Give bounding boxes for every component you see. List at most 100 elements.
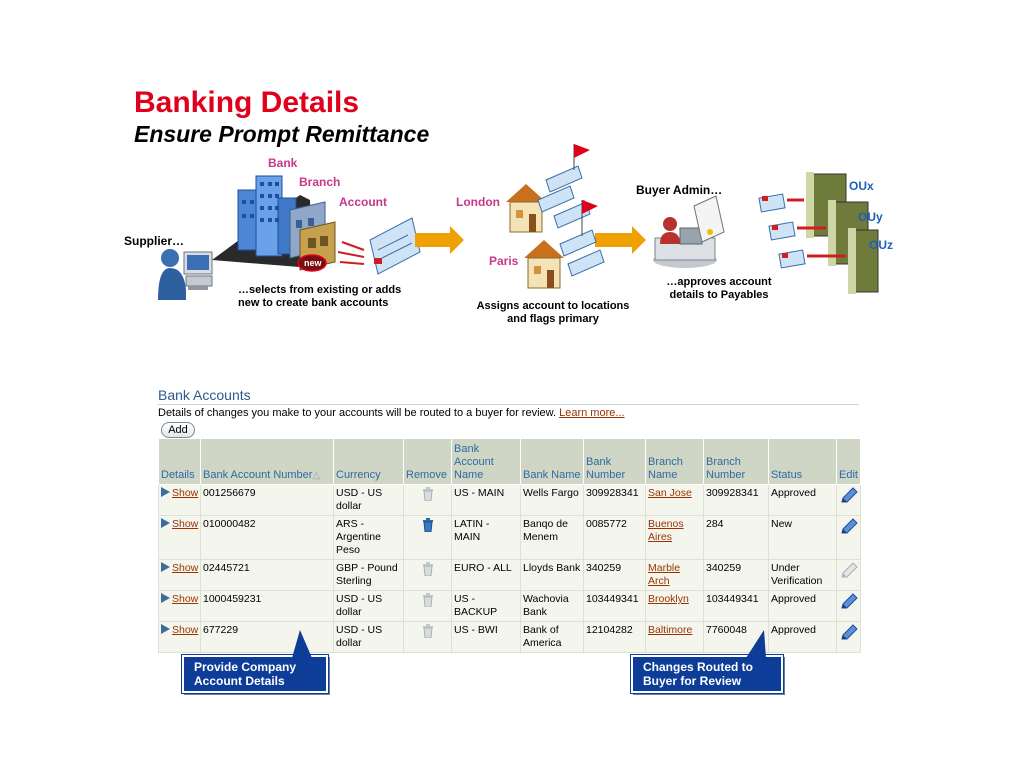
table-row: Show 1000459231 USD - US dollar US - BAC… [158, 590, 861, 622]
branch-name-link[interactable]: Baltimore [648, 624, 693, 636]
branch-number-cell: 103449341 [703, 590, 769, 622]
details-cell: Show [158, 559, 201, 591]
edit-cell [836, 559, 861, 591]
learn-more-link[interactable]: Learn more... [559, 407, 625, 419]
col-remove: Remove [403, 438, 452, 485]
show-link[interactable]: Show [172, 518, 199, 530]
supplier-caption: …selects from existing or adds new to cr… [238, 284, 402, 309]
currency-cell: ARS - Argentine Peso [333, 515, 404, 560]
arrow-2-icon [595, 226, 646, 254]
process-diagram [158, 144, 879, 300]
account-name-cell: LATIN - MAIN [451, 515, 521, 560]
new-badge-label: new [304, 258, 322, 268]
branch-name-cell: Buenos Aires [645, 515, 704, 560]
bank-accounts-description: Details of changes you make to your acco… [158, 407, 625, 419]
account-number-cell: 677229 [200, 621, 334, 653]
bank-number-cell: 12104282 [583, 621, 646, 653]
edit-pencil-icon[interactable] [840, 593, 858, 612]
branch-label: Branch [299, 175, 341, 189]
ou-books-icon [806, 172, 879, 294]
status-cell: Under Verification [768, 559, 837, 591]
remove-cell [403, 559, 452, 591]
branch-number-cell: 309928341 [703, 484, 769, 516]
page-subtitle: Ensure Prompt Remittance [134, 121, 430, 147]
bank-name-cell: Lloyds Bank [520, 559, 584, 591]
col-branch-number: Branch Number [703, 438, 769, 485]
add-button[interactable]: Add [161, 422, 195, 438]
bank-name-cell: Wells Fargo [520, 484, 584, 516]
expand-triangle-icon[interactable] [161, 487, 170, 497]
col-bank-account-number[interactable]: Bank Account Number△ [200, 438, 334, 485]
speed-lines-icon [337, 241, 365, 265]
bank-label: Bank [268, 156, 298, 170]
branch-name-link[interactable]: Brooklyn [648, 593, 689, 605]
edit-cell [836, 621, 861, 653]
bank-building-icon [237, 175, 297, 257]
col-currency: Currency [333, 438, 404, 485]
col-bank-account-name: Bank Account Name [451, 438, 521, 485]
branch-name-link[interactable]: Buenos Aires [648, 518, 684, 543]
callout-left-pointer-icon [292, 630, 312, 658]
callout-right-pointer-icon [746, 630, 766, 658]
branch-name-cell: San Jose [645, 484, 704, 516]
edit-pencil-icon[interactable] [840, 518, 858, 537]
currency-cell: USD - US dollar [333, 590, 404, 622]
account-name-cell: EURO - ALL [451, 559, 521, 591]
table-row: Show 02445721 GBP - Pound Sterling EURO … [158, 559, 861, 591]
remove-cell [403, 484, 452, 516]
details-cell: Show [158, 515, 201, 560]
account-name-cell: US - MAIN [451, 484, 521, 516]
ou-label-x: OUx [849, 179, 874, 193]
details-cell: Show [158, 621, 201, 653]
show-link[interactable]: Show [172, 624, 199, 636]
show-link[interactable]: Show [172, 593, 199, 605]
trash-icon[interactable] [422, 518, 434, 535]
expand-triangle-icon[interactable] [161, 562, 170, 572]
expand-triangle-icon[interactable] [161, 518, 170, 528]
sort-asc-icon[interactable]: △ [312, 470, 321, 481]
branch-name-cell: Baltimore [645, 621, 704, 653]
branch-number-cell: 284 [703, 515, 769, 560]
col-bank-name: Bank Name [520, 438, 584, 485]
bank-number-cell: 103449341 [583, 590, 646, 622]
status-cell: Approved [768, 590, 837, 622]
branch-name-link[interactable]: Marble Arch [648, 562, 681, 587]
account-name-cell: US - BWI [451, 621, 521, 653]
col-bank-account-number-label: Bank Account Number [203, 469, 313, 481]
edit-pencil-icon[interactable] [840, 487, 858, 506]
account-number-cell: 010000482 [200, 515, 334, 560]
account-number-cell: 1000459231 [200, 590, 334, 622]
cheque-icon [369, 217, 421, 275]
currency-cell: USD - US dollar [333, 621, 404, 653]
paris-cheques-icon [559, 200, 605, 277]
table-row: Show 001256679 USD - US dollar US - MAIN… [158, 484, 861, 516]
show-link[interactable]: Show [172, 487, 199, 499]
edit-pencil-icon[interactable] [840, 624, 858, 643]
description-text: Details of changes you make to your acco… [158, 407, 557, 419]
bank-number-cell: 309928341 [583, 484, 646, 516]
bank-accounts-table: Details Bank Account Number△ Currency Re… [158, 438, 861, 653]
trash-icon [422, 593, 434, 610]
london-cheques-icon [537, 144, 591, 229]
london-house-icon [506, 184, 546, 233]
col-status: Status [768, 438, 837, 485]
table-row: Show 010000482 ARS - Argentine Peso LATI… [158, 515, 861, 560]
branch-number-cell: 340259 [703, 559, 769, 591]
arrow-1-icon [415, 226, 464, 254]
expand-triangle-icon[interactable] [161, 624, 170, 634]
expand-triangle-icon[interactable] [161, 593, 170, 603]
show-link[interactable]: Show [172, 562, 199, 574]
table-row: Show 677229 USD - US dollar US - BWI Ban… [158, 621, 861, 653]
bank-name-cell: Banqo de Menem [520, 515, 584, 560]
details-cell: Show [158, 484, 201, 516]
page-title: Banking Details [134, 86, 360, 119]
bank-name-cell: Bank of America [520, 621, 584, 653]
supplier-label: Supplier… [124, 234, 185, 248]
account-number-cell: 02445721 [200, 559, 334, 591]
buyer-admin-label: Buyer Admin… [636, 183, 723, 197]
callout-provide-details: Provide Company Account Details [181, 654, 329, 694]
branch-name-link[interactable]: San Jose [648, 487, 692, 499]
new-badge-icon [297, 254, 327, 272]
edit-cell [836, 515, 861, 560]
locations-caption: Assigns account to locations and flags p… [476, 300, 630, 325]
